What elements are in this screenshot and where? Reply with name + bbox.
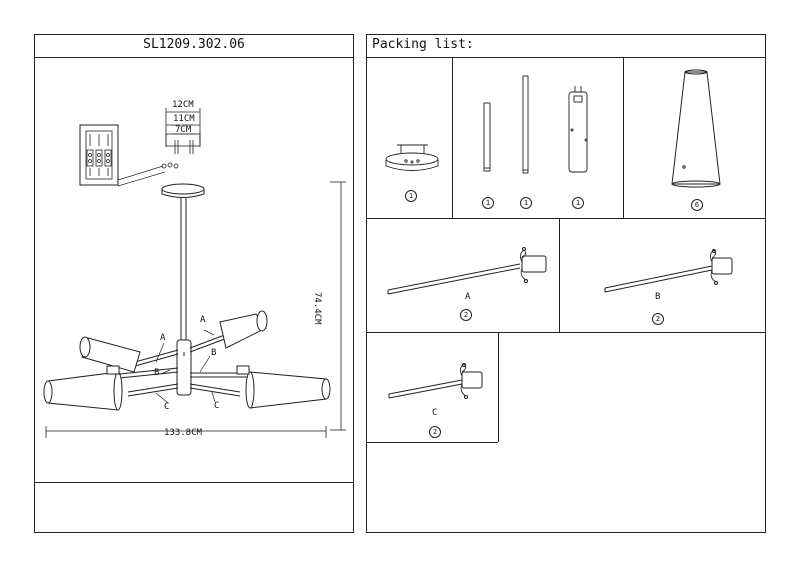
qty-canopy: 1 <box>405 190 417 202</box>
wiring-box-detail <box>79 124 179 187</box>
model-number: SL1209.302.06 <box>143 37 245 52</box>
canopy-part <box>385 144 439 171</box>
qty-tube: 1 <box>572 197 584 209</box>
parts-col-1 <box>452 57 453 218</box>
mount-dimensions <box>165 108 201 154</box>
shade-part <box>671 69 721 188</box>
arms <box>109 329 250 397</box>
arm-a-letter: A <box>465 292 471 302</box>
dim-width: 133.8CM <box>164 428 202 438</box>
width-dimension <box>45 426 327 438</box>
lamp-tube-part <box>568 86 588 173</box>
parts-col-2 <box>623 57 624 218</box>
arm-b-part <box>604 249 733 293</box>
arm-b-qty: 2 <box>652 313 664 325</box>
arm-c-part <box>388 363 483 399</box>
arms-col <box>559 218 560 332</box>
arm-label-a-right: A <box>200 315 206 325</box>
arms-row-bottom <box>366 332 766 333</box>
right-sheet <box>366 34 766 533</box>
dim-7cm: 7CM <box>175 125 192 135</box>
qty-short-rod: 1 <box>482 197 494 209</box>
long-rod-part <box>522 75 529 174</box>
left-title-divider <box>34 57 354 58</box>
qty-long-rod: 1 <box>520 197 532 209</box>
parts-row-bottom <box>366 218 766 219</box>
left-footer-divider <box>34 482 354 483</box>
arm-label-a-left: A <box>160 333 166 343</box>
short-rod-part <box>483 102 491 172</box>
arm-c-qty: 2 <box>429 426 441 438</box>
height-dimension <box>330 181 346 431</box>
dim-11cm: 11CM <box>173 114 195 124</box>
arm-label-c-right: C <box>214 401 220 411</box>
arm-label-b-right: B <box>211 348 217 358</box>
left-sheet <box>34 34 354 533</box>
arm-a-part <box>387 247 547 295</box>
shades <box>43 310 331 411</box>
arm-a-qty: 2 <box>460 309 472 321</box>
dim-12cm: 12CM <box>172 100 194 110</box>
arm-c-bottom <box>366 442 498 443</box>
arm-b-letter: B <box>655 292 661 302</box>
arm-label-b-left: B <box>154 368 160 378</box>
qty-shade: 6 <box>691 199 703 211</box>
arm-label-c-left: C <box>164 402 170 412</box>
arm-c-letter: C <box>432 408 438 418</box>
arm-c-col <box>498 332 499 442</box>
right-title-divider <box>366 57 766 58</box>
dim-height: 74.4CM <box>312 292 322 325</box>
packing-list-title: Packing list: <box>372 37 474 52</box>
